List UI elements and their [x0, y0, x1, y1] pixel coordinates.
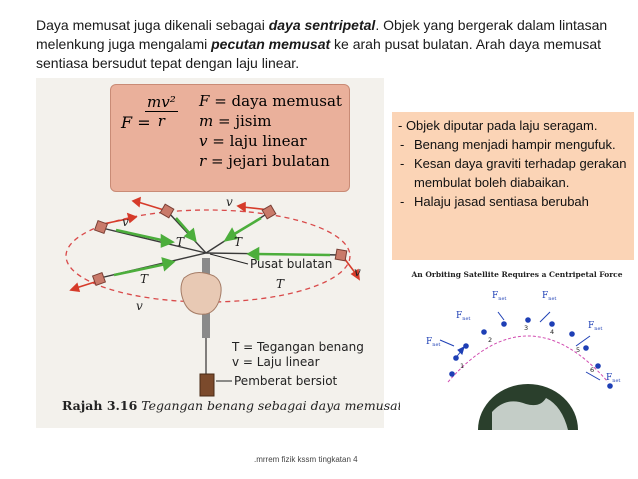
tv-labels: v T T v T T v v: [122, 195, 361, 313]
formula-denominator: r: [157, 112, 165, 130]
formula-box: F = mv² r F = daya memusat m = jisim v =…: [110, 84, 350, 192]
formula-definitions: F = daya memusat m = jisim v = laju line…: [199, 91, 342, 171]
satellite-orbit: [447, 335, 609, 383]
svg-text:Fnet: Fnet: [606, 373, 620, 384]
svg-text:Fnet: Fnet: [492, 291, 506, 302]
term-pecutan-memusat: pecutan memusat: [211, 36, 331, 52]
velocity-arrows: [69, 196, 360, 292]
svg-text:Fnet: Fnet: [426, 337, 440, 348]
satellite-diagram: 1 2 3 4 5 6 Fnet Fnet Fnet Fnet Fnet Fne…: [426, 291, 620, 430]
svg-text:4: 4: [550, 328, 554, 336]
svg-text:6: 6: [590, 366, 594, 374]
hand: [180, 272, 222, 315]
footer-credit: .mrrem fizik kssm tingkatan 4: [254, 455, 358, 464]
intro-text-2: . Objek yang bergerak dalam lintasan mel…: [36, 17, 608, 52]
satellite-title: An Orbiting Satellite Requires a Centrip…: [411, 270, 623, 279]
note-item-2: -Kesan daya graviti terhadap gerakan mem…: [400, 156, 627, 190]
svg-text:Fnet: Fnet: [542, 291, 556, 302]
figure-caption: Rajah 3.16 Tegangan benang sebagai daya …: [62, 398, 403, 413]
def-r: r = jejari bulatan: [199, 152, 330, 170]
intro-paragraph: Daya memusat juga dikenali sebagai daya …: [36, 16, 632, 73]
center-pointer: [209, 253, 249, 265]
satellite-figure: An Orbiting Satellite Requires a Centrip…: [400, 262, 634, 430]
svg-text:5: 5: [576, 346, 580, 354]
label-t3: T: [140, 272, 149, 286]
label-t4: T: [276, 277, 285, 291]
tension-arrows: [113, 216, 331, 277]
formula-fraction: mv² r: [145, 93, 178, 130]
caption-number: Rajah 3.16: [62, 398, 138, 413]
label-laju-linear: v = Laju linear: [232, 355, 320, 369]
masses: [91, 203, 348, 287]
intro-text-3: ke arah pusat bulatan. Arah daya memusat…: [36, 36, 601, 71]
satellite-dots: [449, 317, 613, 389]
point-numbers: 1 2 3 4 5 6: [460, 324, 594, 374]
label-t1: T: [176, 235, 185, 249]
note-item-1: -Benang menjadi hampir mengufuk.: [400, 137, 616, 152]
intro-text-1: Daya memusat juga dikenali sebagai: [36, 17, 269, 33]
label-pusat-bulatan: Pusat bulatan: [250, 257, 332, 271]
formula-lhs: F =: [121, 113, 151, 132]
def-m: m = jisim: [199, 112, 272, 130]
fnet-labels: Fnet Fnet Fnet Fnet Fnet Fnet: [426, 291, 620, 384]
formula-numerator: mv²: [145, 93, 178, 112]
label-v1: v: [122, 215, 129, 229]
svg-text:1: 1: [460, 362, 464, 370]
term-daya-sentripetal: daya sentripetal: [268, 17, 376, 33]
note-item-0: - Objek diputar pada laju seragam.: [398, 118, 598, 133]
def-f: F = daya memusat: [199, 92, 342, 110]
circular-motion-diagram: v T T v T T v v Pusat bulatan T = Tegang…: [65, 195, 364, 397]
weight: [199, 373, 215, 397]
label-tegangan: T = Tegangan benang: [231, 340, 364, 354]
def-v: v = laju linear: [199, 132, 307, 150]
notes-box: - Objek diputar pada laju seragam. -Bena…: [392, 112, 634, 260]
svg-text:3: 3: [524, 324, 528, 332]
svg-text:Fnet: Fnet: [456, 311, 470, 322]
note-item-3: -Halaju jasad sentiasa berubah: [400, 194, 589, 209]
caption-text: Tegangan benang sebagai daya memusat: [137, 398, 403, 413]
label-pemberat: Pemberat bersiot: [234, 374, 338, 388]
label-v2: v: [226, 195, 233, 209]
label-v4: v: [354, 265, 361, 279]
label-t2: T: [234, 235, 243, 249]
svg-text:Fnet: Fnet: [588, 321, 602, 332]
label-v3: v: [136, 299, 143, 313]
svg-text:2: 2: [488, 336, 492, 344]
